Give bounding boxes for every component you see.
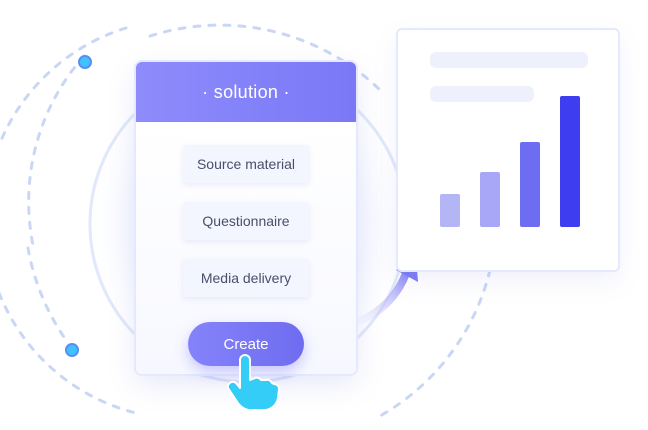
report-panel	[398, 30, 618, 270]
dashed-arc-left	[0, 26, 142, 416]
option-source-material[interactable]: Source material	[183, 145, 309, 183]
dashed-arc-top	[148, 23, 384, 94]
placeholder-line	[430, 86, 534, 102]
blue-dot-icon	[78, 55, 92, 69]
hand-pointer-icon	[226, 354, 280, 411]
dashed-arc-outer	[27, 54, 86, 252]
card-title: · solution ·	[136, 62, 356, 122]
dashed-arc-right	[378, 268, 492, 418]
chart-bar	[560, 96, 580, 227]
option-media-delivery[interactable]: Media delivery	[183, 259, 309, 297]
chart-bar	[440, 194, 460, 227]
chart-bar	[480, 172, 500, 227]
chart-bar	[520, 142, 540, 227]
dashed-arc-lower-left	[26, 246, 68, 342]
option-questionnaire[interactable]: Questionnaire	[183, 202, 309, 240]
blue-dot-icon	[65, 343, 79, 357]
placeholder-line	[430, 52, 588, 68]
